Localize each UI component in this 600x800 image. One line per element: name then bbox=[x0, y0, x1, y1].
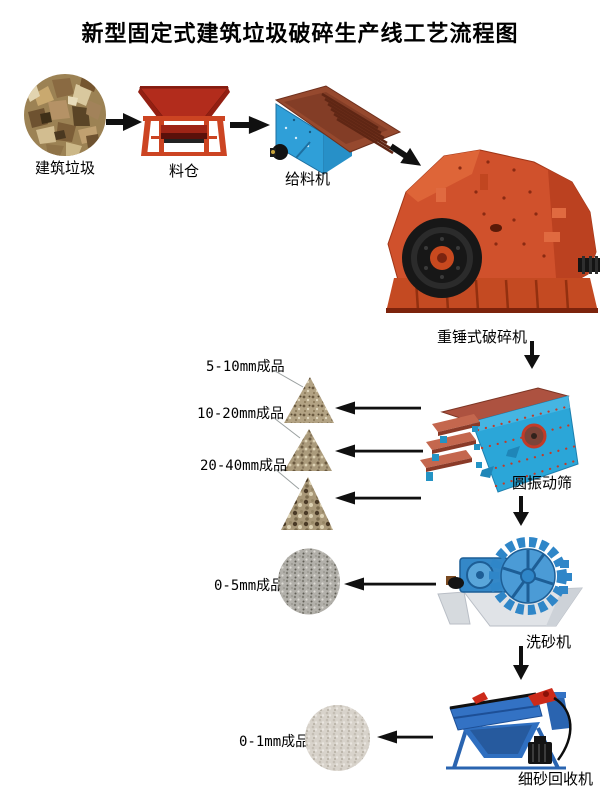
washer-image bbox=[434, 536, 594, 628]
arrow-recycler-to-product-0-1-icon bbox=[377, 729, 433, 745]
stage-label-crusher: 重锤式破碎机 bbox=[437, 328, 528, 346]
product-pile-0-5mm-image bbox=[277, 547, 341, 616]
recycler-image bbox=[434, 684, 598, 776]
product-label-10-20mm: 10-20mm成品 bbox=[197, 406, 285, 422]
arrow-screen-to-product-20-40-icon bbox=[335, 490, 421, 506]
leader-line-10-20mm bbox=[273, 416, 301, 440]
product-pile-20-40mm-image bbox=[281, 477, 333, 530]
leader-line-5-10mm bbox=[274, 369, 304, 389]
product-label-0-5mm: 0-5mm成品 bbox=[214, 578, 285, 594]
screen-image bbox=[416, 386, 582, 494]
stage-label-waste: 建筑垃圾 bbox=[34, 159, 95, 177]
arrow-washer-to-product-0-5-icon bbox=[344, 576, 436, 592]
product-label-0-1mm: 0-1mm成品 bbox=[239, 734, 310, 750]
stage-label-recycler: 细砂回收机 bbox=[518, 770, 594, 788]
product-pile-5-10mm-image bbox=[284, 377, 334, 423]
arrow-screen-to-product-10-20-icon bbox=[335, 443, 423, 459]
construction-waste-image bbox=[24, 74, 106, 156]
product-pile-10-20mm-image bbox=[284, 429, 332, 471]
stage-label-screen: 圆振动筛 bbox=[512, 474, 573, 492]
arrow-screen-to-product-5-10-icon bbox=[335, 400, 421, 416]
arrow-washer-to-recycler-icon bbox=[512, 646, 530, 680]
crusher-image bbox=[384, 148, 600, 328]
leader-line-20-40mm bbox=[274, 467, 300, 491]
product-label-5-10mm: 5-10mm成品 bbox=[206, 359, 285, 375]
stage-label-feeder: 给料机 bbox=[285, 170, 331, 188]
hopper-image bbox=[137, 84, 231, 160]
page-title: 新型固定式建筑垃圾破碎生产线工艺流程图 bbox=[81, 22, 519, 47]
arrow-screen-to-washer-icon bbox=[512, 496, 530, 526]
product-pile-0-1mm-image bbox=[304, 704, 371, 772]
arrow-crusher-to-screen-icon bbox=[523, 341, 541, 369]
arrow-waste-to-hopper-icon bbox=[106, 112, 142, 132]
arrow-hopper-to-feeder-icon bbox=[230, 115, 270, 135]
arrow-feeder-to-crusher-icon bbox=[385, 138, 426, 174]
feeder-image bbox=[266, 82, 404, 176]
stage-label-washer: 洗砂机 bbox=[526, 633, 572, 651]
product-label-20-40mm: 20-40mm成品 bbox=[200, 458, 288, 474]
stage-label-hopper: 料仓 bbox=[168, 162, 199, 180]
